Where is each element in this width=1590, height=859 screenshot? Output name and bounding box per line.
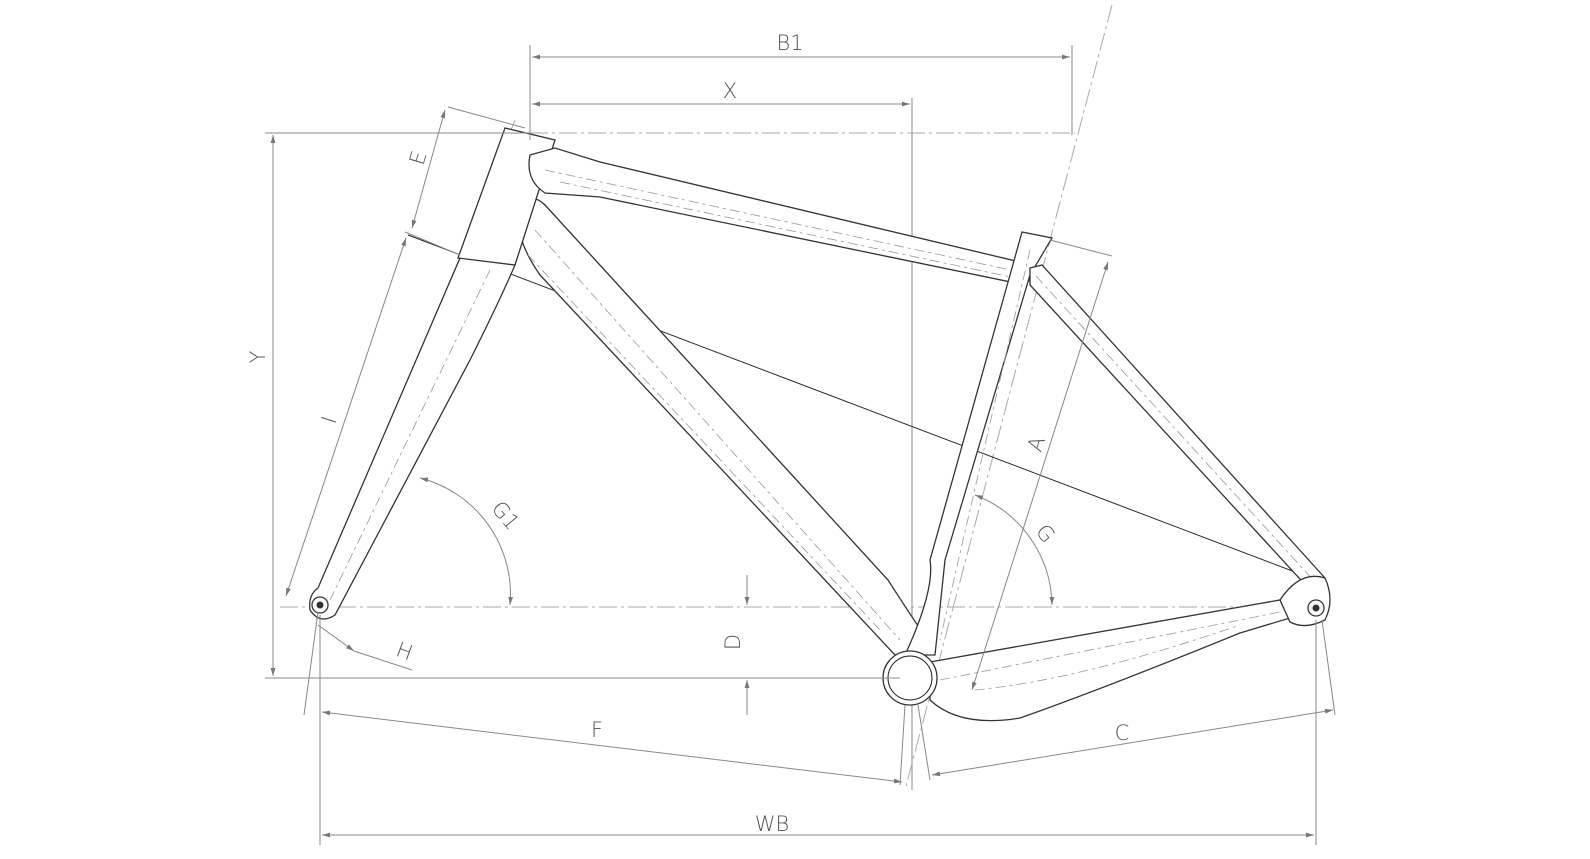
label-f: F <box>591 718 603 742</box>
down-tube <box>517 197 937 656</box>
seat-stay <box>1029 264 1326 591</box>
label-d: D <box>721 634 745 650</box>
label-x: X <box>723 79 737 103</box>
label-i: I <box>317 413 342 426</box>
label-b1: B1 <box>776 31 803 55</box>
label-g: G <box>1031 520 1060 548</box>
label-a: A <box>1023 433 1050 454</box>
label-c: C <box>1115 721 1130 745</box>
chain-stay <box>929 599 1302 722</box>
label-y: Y <box>246 350 270 363</box>
label-wb: WB <box>755 812 790 836</box>
dimensions <box>265 45 1336 845</box>
frame <box>309 127 1331 722</box>
top-tube <box>528 147 1042 286</box>
label-e: E <box>405 148 432 168</box>
label-g1: G1 <box>487 496 524 534</box>
fork <box>309 257 516 620</box>
label-h: H <box>393 637 416 665</box>
